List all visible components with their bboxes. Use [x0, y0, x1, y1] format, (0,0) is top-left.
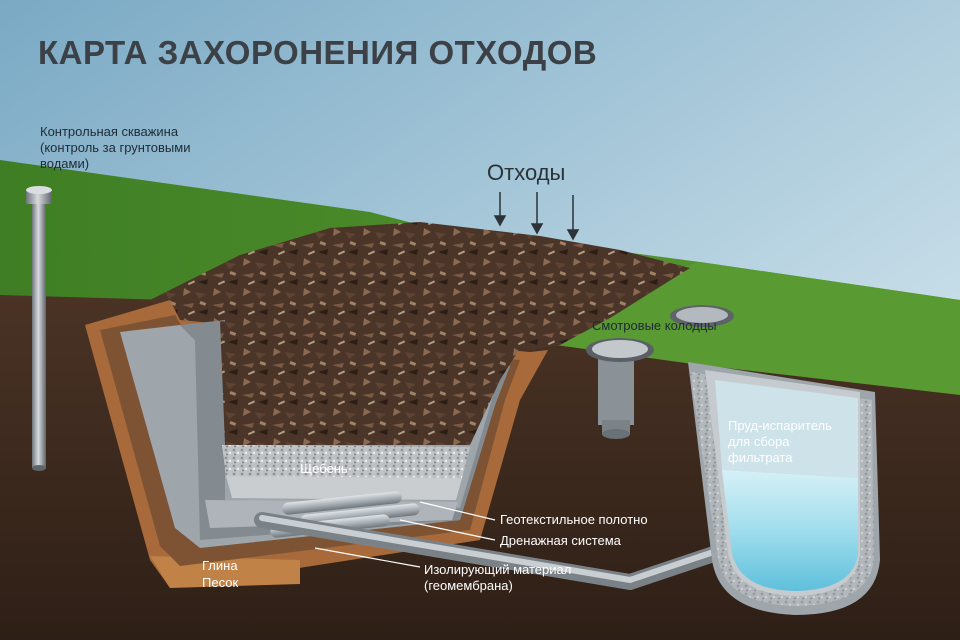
- monitoring-well: [26, 186, 52, 471]
- monitoring-well-line-3: водами): [40, 156, 90, 171]
- geotextile-slab: [226, 476, 462, 500]
- sand-label: Песок: [202, 575, 239, 590]
- monitoring-well-line-1: Контрольная скважина: [40, 124, 179, 139]
- leader-lines: [314, 501, 496, 568]
- pond-line-1: Пруд-испаритель: [728, 418, 832, 433]
- waste-label: Отходы: [487, 160, 566, 185]
- manhole-small: [670, 305, 734, 327]
- page-title: КАРТА ЗАХОРОНЕНИЯ ОТХОДОВ: [38, 34, 598, 71]
- monitoring-well-label: Контрольная скважина (контроль за грунто…: [40, 124, 190, 172]
- pond-label: Пруд-испаритель для сбора фильтрата: [728, 418, 832, 466]
- insulation-label: Изолирующий материал (геомембрана): [424, 562, 571, 594]
- insulation-line-1: Изолирующий материал: [424, 562, 572, 577]
- pond-water: [722, 470, 858, 591]
- monitoring-well-line-2: (контроль за грунтовыми: [40, 140, 191, 155]
- insulation-line-2: (геомембрана): [424, 578, 513, 593]
- pond-line-2: для сбора: [728, 434, 790, 449]
- pond-water-upper: [715, 380, 858, 478]
- manhole-large: [586, 338, 654, 439]
- pond-line-3: фильтрата: [728, 450, 793, 465]
- waste-mound: [150, 222, 690, 350]
- clay-label: Глина: [202, 558, 238, 573]
- drainage-label: Дренажная система: [500, 533, 621, 548]
- gravel-label: Щебень: [300, 461, 348, 476]
- manholes-label: Смотровые колодцы: [592, 318, 717, 333]
- geotextile-label: Геотекстильное полотно: [500, 512, 648, 527]
- gravel-layer: [222, 445, 470, 478]
- waste-arrows: [493, 192, 580, 241]
- waste-fill: [185, 318, 520, 445]
